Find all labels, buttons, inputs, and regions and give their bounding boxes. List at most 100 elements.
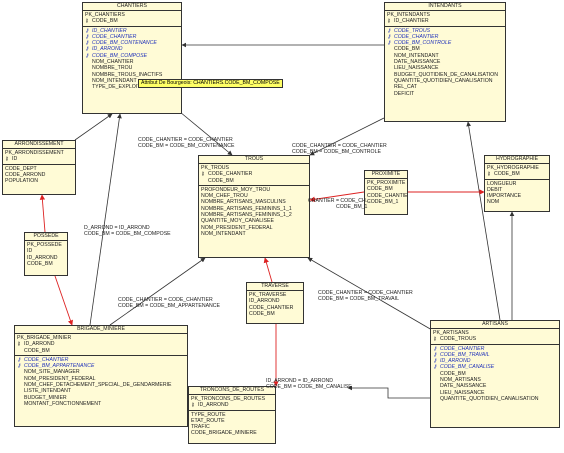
entity-brigade-miniere[interactable]: BRIGADE_MINIERE PK_BRIGADE_MINIER ⚷ID_AR… — [14, 325, 188, 427]
column: NOM_INTENDANT — [201, 230, 246, 237]
edge-brigade-trous — [109, 257, 206, 326]
column: IMPORTANCE — [487, 193, 522, 200]
entity-trous[interactable]: TROUS PK_TROUS ⚷CODE_CHANTIER CODE_BM PR… — [198, 155, 310, 258]
column: BUDGET_MINIER — [24, 394, 67, 401]
pk-column: ⚷ID_CHANTIER — [387, 18, 429, 25]
column: CODE_ARROND — [5, 171, 46, 178]
column: CODE_BRIGADE_MINIERE — [191, 430, 257, 437]
column: BUDGET_QUOTIDIEN_DE_CANALISATION — [394, 71, 498, 78]
entity-title: HYDROGRAPHIE — [485, 156, 549, 164]
column: LIEU_NAISSANCE — [440, 389, 485, 396]
edge-artisans-trous — [307, 257, 433, 331]
column: NOMBRE_ARTISANS_MASCULINS — [201, 199, 286, 206]
column: LIEU_NAISSANCE — [394, 65, 439, 72]
fk-column: ⚷CODE_BM_COMPOSE — [85, 52, 148, 59]
pk-name: PK_CHANTIERS — [85, 12, 125, 18]
pk-column: ⚷ID_ARROND — [17, 341, 55, 348]
column: TYPE_DE_EXPLOITE — [92, 84, 144, 91]
column: CODE_BM — [394, 46, 420, 53]
column: NOM_INTENDANT — [394, 52, 439, 59]
entity-title: CHANTIERS — [83, 3, 181, 11]
entity-arrondissement[interactable]: ARRONDISSEMENT PK_ARRONDISSEMENT ⚷ID COD… — [2, 140, 76, 195]
column: CODE_DEPT — [5, 165, 37, 172]
pk-name: PK_HYDROGRAPHIE — [487, 165, 539, 171]
column: DATE_NAISSANCE — [394, 59, 441, 66]
entity-artisans[interactable]: ARTISANS PK_ARTISANS ⚷CODE_TROUS ⚷CODE_C… — [430, 320, 560, 428]
pk-column: CODE_BM — [249, 310, 275, 317]
column: NOM_INTENDANT — [92, 77, 137, 84]
column: DEFICIT — [394, 90, 415, 97]
pk-name: PK_TRONCONS_DE_ROUTES — [191, 396, 266, 402]
entity-title: INTENDANTS — [385, 3, 505, 11]
pk-column: ID — [27, 248, 33, 255]
pk-name: PK_POSSEDE — [27, 242, 62, 248]
pk-column: ⚷CODE_BM — [487, 171, 520, 178]
edge-artisans-tronc — [347, 385, 430, 399]
entity-possede[interactable]: POSSEDE PK_POSSEDE ID ID_ARROND CODE_BM — [24, 232, 68, 276]
pk-column: ID_ARROND — [27, 254, 58, 261]
entity-traverse[interactable]: TRAVERSE PK_TRAVERSE ID_ARROND CODE_CHAN… — [246, 282, 304, 324]
column: DEBIT — [487, 186, 503, 193]
entity-title: TRONCONS_DE_ROUTES — [189, 387, 275, 395]
column: NOM_PRESIDENT_FEDERAL — [24, 375, 96, 382]
pk-name: PK_PROXIMITE — [367, 180, 406, 186]
column: NOM_ARTISANS — [440, 377, 481, 384]
pk-column: CODE_BM_1 — [367, 198, 399, 205]
column: NOM_CHANTIER — [92, 59, 134, 66]
edge-possede-brigade — [54, 275, 74, 326]
entity-title: ARRONDISSEMENT — [3, 141, 75, 149]
column: REL_CAT — [394, 84, 417, 91]
entity-hydrographie[interactable]: HYDROGRAPHIE PK_HYDROGRAPHIE ⚷CODE_BM LO… — [484, 155, 550, 212]
pk-column: CODE_BM — [367, 186, 393, 193]
edge-possede-arrond — [39, 194, 46, 233]
pk-column: CODE_CHANTIER — [249, 304, 294, 311]
entity-troncons-de-routes[interactable]: TRONCONS_DE_ROUTES PK_TRONCONS_DE_ROUTES… — [188, 386, 276, 444]
column: PROFONDEUR_MOY_TROU — [201, 186, 271, 193]
pk-name: PK_INTENDANTS — [387, 12, 430, 18]
edge-chantiers-trous — [179, 111, 233, 156]
fk-column: ⚷CODE_CHANTIER — [387, 33, 439, 40]
column: QUANTITE_QUOTIDIEN_CANALISATION — [394, 77, 493, 84]
column: DATE_NAISSANCE — [440, 383, 487, 390]
entity-intendants[interactable]: INTENDANTS PK_INTENDANTS ⚷ID_CHANTIER ⚷C… — [384, 2, 506, 122]
edge-brigade-chantiers — [89, 113, 122, 326]
entity-title: BRIGADE_MINIERE — [15, 326, 187, 334]
pk-column: CODE_CHANTIER — [367, 192, 408, 199]
pk-name: PK_BRIGADE_MINIER — [17, 335, 72, 341]
fk-column: ⚷CODE_CHANTIER — [85, 33, 137, 40]
fk-column: ⚷CODE_BM_APPARTENANCE — [17, 363, 95, 370]
column: TYPE_ROUTE — [191, 411, 226, 418]
column: CODE_BM — [440, 370, 466, 377]
relationship-label: CHANTIER = CODE_CH...CODE_BM_1 — [308, 198, 371, 210]
fk-column: ⚷CODE_CHANTIER — [433, 345, 485, 352]
pk-column: ⚷CODE_BM — [85, 18, 118, 25]
column: NOMBRE_TROU — [92, 65, 133, 72]
pk-column: CODE_BM — [24, 347, 50, 354]
fk-column: ⚷CODE_TROUS — [387, 27, 431, 34]
pk-column: CODE_BM — [27, 260, 53, 267]
pk-name: PK_ARRONDISSEMENT — [5, 150, 64, 156]
edge-intendants-trous — [309, 117, 385, 156]
pk-column: ⚷CODE_CHANTIER — [201, 171, 253, 178]
edge-traverse-trous — [263, 257, 273, 283]
fk-column: ⚷ID_ARROND — [85, 46, 123, 53]
entity-title: PROXIMITE — [365, 171, 407, 179]
entity-proximite[interactable]: PROXIMITE PK_PROXIMITE CODE_BM CODE_CHAN… — [364, 170, 408, 215]
edge-artisans-intendants — [466, 121, 501, 321]
entity-chantiers[interactable]: CHANTIERS PK_CHANTIERS ⚷CODE_BM ⚷ID_CHAN… — [82, 2, 182, 114]
pk-column: ID_ARROND — [249, 298, 280, 305]
edge-proximite-trous — [309, 191, 365, 202]
column: POPULATION — [5, 178, 39, 185]
column: NOMBRE_TROUS_INACTIFS — [92, 71, 163, 78]
pk-name: PK_TROUS — [201, 165, 229, 171]
pk-name: PK_TRAVERSE — [249, 292, 287, 298]
column: NOM_SITE_MANAGER — [24, 369, 80, 376]
pk-column: ⚷ID_ARROND — [191, 402, 229, 409]
entity-title: ARTISANS — [431, 321, 559, 329]
pk-name: PK_ARTISANS — [433, 330, 469, 336]
